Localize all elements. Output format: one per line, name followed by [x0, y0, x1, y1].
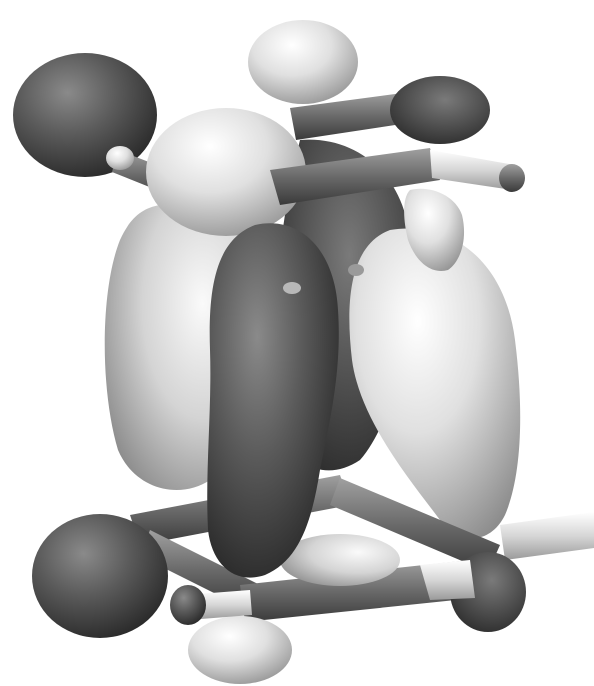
upper-left-dark-lobe [13, 53, 157, 177]
front-lobe-highlight [283, 282, 301, 294]
right-light-lobe [349, 228, 521, 539]
top-right-hydrogen [499, 164, 525, 192]
right-upper-light-bump [404, 188, 465, 271]
bottom-ring-bond-front [240, 560, 475, 622]
ring-light-segment [420, 560, 475, 600]
top-light-lobe [248, 20, 358, 104]
front-center-dark-lobe [207, 223, 339, 578]
upper-left-hydrogen [106, 146, 134, 170]
back-lobe-highlight [348, 264, 364, 276]
upper-front-light-lobe [146, 108, 306, 236]
bottom-ring-bond-left [140, 530, 260, 610]
top-diagonal-bond [270, 148, 440, 205]
upper-bond [290, 92, 415, 140]
upper-right-dark-lobe [390, 76, 490, 144]
lower-left-atom [170, 585, 206, 625]
bottom-light-lobe [188, 616, 292, 684]
ring-center-light-lobe [280, 534, 400, 586]
lower-left-dark-lobe [32, 514, 168, 638]
top-right-hydrogen-bond [430, 150, 515, 190]
lower-right-hydrogen-bond [500, 512, 594, 560]
bottom-ring-bond-right [330, 478, 500, 572]
